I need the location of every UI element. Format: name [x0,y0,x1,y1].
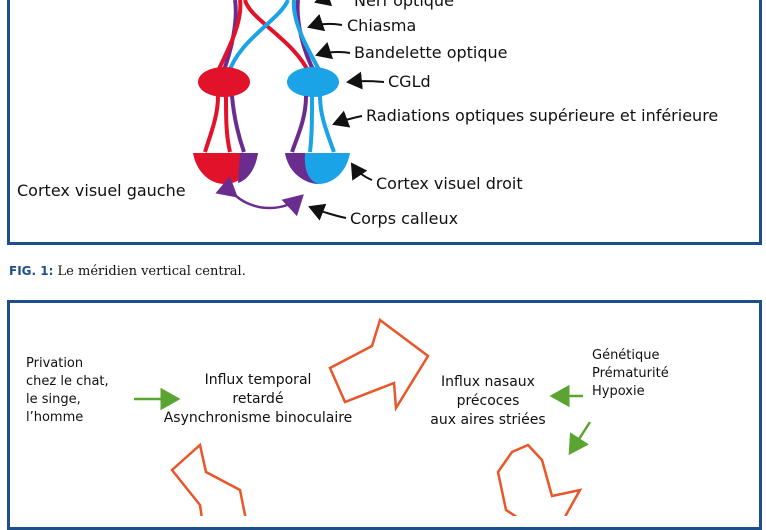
label-chiasma: Chiasma [347,16,417,35]
figure-1-frame [7,0,762,245]
influx-temporal-line-2: retardé [232,391,284,407]
influx-nasaux-line-1: Influx nasaux [441,374,535,390]
privation-line-3: le singe, [26,392,81,407]
influx-nasaux-line-3: aux aires striées [430,412,546,428]
label-nerf-optique: Nerf optique [354,0,454,10]
optic-radiations [203,95,336,153]
figure-2-frame [7,300,762,530]
privation-text: Privation chez le chat, le singe, l’homm… [26,355,109,427]
facteur-hypoxie: Hypoxie [592,384,645,399]
label-corps-calleux: Corps calleux [350,209,459,228]
influx-nasaux-line-2: précoces [456,393,520,409]
left-visual-cortex [193,153,258,184]
privation-line-1: Privation [26,356,84,371]
facteur-genetique: Génétique [592,348,660,363]
privation-line-4: l’homme [26,410,84,425]
label-radiations-optiques: Radiations optiques supérieure et inféri… [366,106,719,125]
facteurs-text: Génétique Prématurité Hypoxie [592,347,669,401]
label-bandelette-optique: Bandelette optique [354,43,508,62]
right-visual-cortex [285,153,350,184]
label-cortex-visuel-gauche: Cortex visuel gauche [17,181,186,200]
caption-text: Le méridien vertical central. [53,264,246,279]
facteur-prematurite: Prématurité [592,366,669,381]
visual-pathway-diagram [193,0,385,221]
influx-temporal-line-1: Influx temporal [204,372,312,388]
label-cortex-visuel-droit: Cortex visuel droit [376,174,523,193]
privation-line-2: chez le chat, [26,374,109,389]
influx-temporal-line-3: Asynchronisme binoculaire [163,410,353,426]
corpus-callosum-arrow [215,176,304,217]
left-cgld-nucleus [198,67,250,97]
influx-temporal-text: Influx temporal retardé Asynchronisme bi… [144,371,372,428]
influx-nasaux-text: Influx nasaux précoces aux aires striées [420,373,556,430]
figure-1-caption: FIG. 1: Le méridien vertical central. [9,264,246,279]
optic-fibres [214,0,324,76]
right-cgld-nucleus [287,67,339,97]
label-cgld: CGLd [388,72,431,91]
caption-tag: FIG. 1: [9,264,54,278]
